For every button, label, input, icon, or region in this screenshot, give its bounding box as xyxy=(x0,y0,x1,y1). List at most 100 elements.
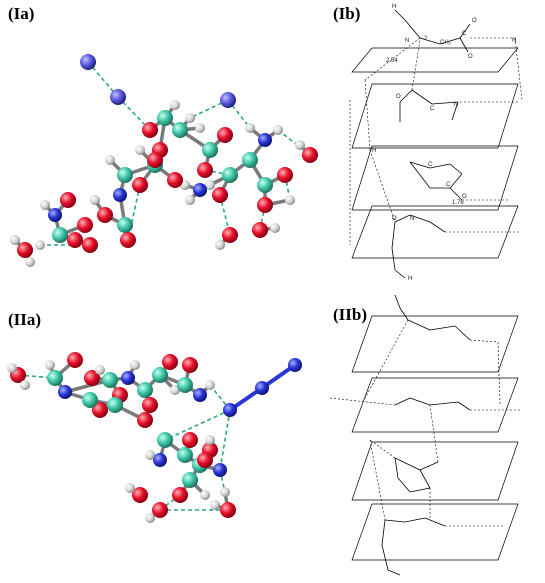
layer-plane xyxy=(351,315,519,373)
hydrogen-atom xyxy=(10,235,20,245)
oxygen-atom xyxy=(222,227,238,243)
distance-label: 2.54 xyxy=(386,58,398,64)
atom-label: N xyxy=(410,216,414,222)
atom-label: O xyxy=(396,94,401,100)
oxygen-atom xyxy=(252,222,268,238)
atom-label: C xyxy=(428,162,433,168)
nitrogen-atom xyxy=(255,381,269,395)
hydrogen-atom xyxy=(35,240,45,250)
anion-atom xyxy=(220,92,236,108)
atom-label: O xyxy=(468,54,473,60)
anion-atom xyxy=(110,89,126,105)
atom-label: C xyxy=(430,106,435,112)
carbon-atom xyxy=(137,382,153,398)
hydrogen-atom xyxy=(125,483,135,493)
carbon-atom xyxy=(107,397,123,413)
hydrogen-atom xyxy=(205,180,215,190)
hydrogen-atom xyxy=(145,513,155,523)
distance-label: 1.76 xyxy=(452,200,464,206)
nitrogen-atom xyxy=(58,385,72,399)
oxygen-atom xyxy=(120,232,136,248)
oxygen-atom xyxy=(217,127,233,143)
carbon-atom xyxy=(117,217,133,233)
oxygen-atom xyxy=(17,242,33,258)
hydrogen-bond xyxy=(127,184,141,241)
panel-label-ib: (Ib) xyxy=(333,4,361,23)
oxygen-atom xyxy=(97,207,113,223)
nitrogen-atom xyxy=(223,403,237,417)
oxygen-atom xyxy=(182,357,198,373)
hydrogen-atom xyxy=(185,195,195,205)
atom-label: C xyxy=(446,182,451,188)
oxygen-atom xyxy=(77,217,93,233)
hydrogen-atom xyxy=(220,487,230,497)
oxygen-atom xyxy=(84,370,100,386)
hydrogen-atom xyxy=(25,257,35,267)
atom-label: H xyxy=(372,148,376,154)
oxygen-atom xyxy=(60,192,76,208)
atom-label: O xyxy=(472,18,477,24)
oxygen-atom xyxy=(212,187,228,203)
hydrogen-atom xyxy=(273,125,283,135)
hydrogen-bond xyxy=(219,409,231,471)
oxygen-atom xyxy=(302,147,318,163)
hydrogen-bond xyxy=(227,99,251,129)
atom-label: H xyxy=(392,4,396,10)
carbon-atom xyxy=(177,377,193,393)
hydrogen-atom xyxy=(245,123,255,133)
nitrogen-atom xyxy=(288,358,302,372)
carbon-atom xyxy=(47,370,63,386)
carbon-atom xyxy=(152,367,168,383)
oxygen-atom xyxy=(142,122,158,138)
oxygen-atom xyxy=(197,452,213,468)
hydrogen-atom xyxy=(205,380,215,390)
carbon-atom xyxy=(257,177,273,193)
atom-label: N xyxy=(454,102,458,108)
nitrogen-atom xyxy=(193,183,207,197)
layer-plane xyxy=(351,47,519,73)
oxygen-atom xyxy=(277,167,293,183)
hydrogen-atom xyxy=(185,113,195,123)
atom-label: H xyxy=(408,276,412,282)
hydrogen-atom xyxy=(130,360,140,370)
molecule-ia xyxy=(10,54,318,267)
hydrogen-atom xyxy=(215,240,225,250)
atom-label: 2 xyxy=(424,36,428,42)
oxygen-atom xyxy=(67,232,83,248)
oxygen-atom xyxy=(137,412,153,428)
atom-label: N xyxy=(512,38,516,44)
oxygen-atom xyxy=(82,237,98,253)
oxygen-atom xyxy=(147,152,163,168)
carbon-atom xyxy=(157,110,173,126)
hydrogen-atom xyxy=(205,435,215,445)
hydrogen-atom xyxy=(95,365,105,375)
schematic-iib xyxy=(329,294,520,576)
oxygen-atom xyxy=(197,162,213,178)
layer-plane xyxy=(351,503,519,561)
atom-label: O xyxy=(392,216,397,222)
oxygen-atom xyxy=(132,177,148,193)
nitrogen-atom xyxy=(193,388,207,402)
anion-atom xyxy=(80,54,96,70)
oxygen-atom xyxy=(67,352,83,368)
oxygen-atom xyxy=(220,502,236,518)
hydrogen-atom xyxy=(45,360,55,370)
hydrogen-atom xyxy=(90,195,100,205)
hydrogen-atom xyxy=(7,363,17,373)
hydrogen-atom xyxy=(20,380,30,390)
oxygen-atom xyxy=(142,397,158,413)
panel-label-iib: (IIb) xyxy=(333,305,368,324)
atom-label: CH₂ xyxy=(440,40,452,46)
carbon-atom xyxy=(117,167,133,183)
panel-label-ia: (Ia) xyxy=(8,4,35,23)
layer-plane xyxy=(351,205,519,259)
layer-plane xyxy=(351,441,519,501)
hydrogen-atom xyxy=(170,100,180,110)
atom-label: N xyxy=(405,38,409,44)
carbon-atom xyxy=(177,447,193,463)
nitrogen-atom xyxy=(213,463,227,477)
oxygen-atom xyxy=(167,172,183,188)
hydrogen-atom xyxy=(195,123,205,133)
hydrogen-atom xyxy=(105,155,115,165)
